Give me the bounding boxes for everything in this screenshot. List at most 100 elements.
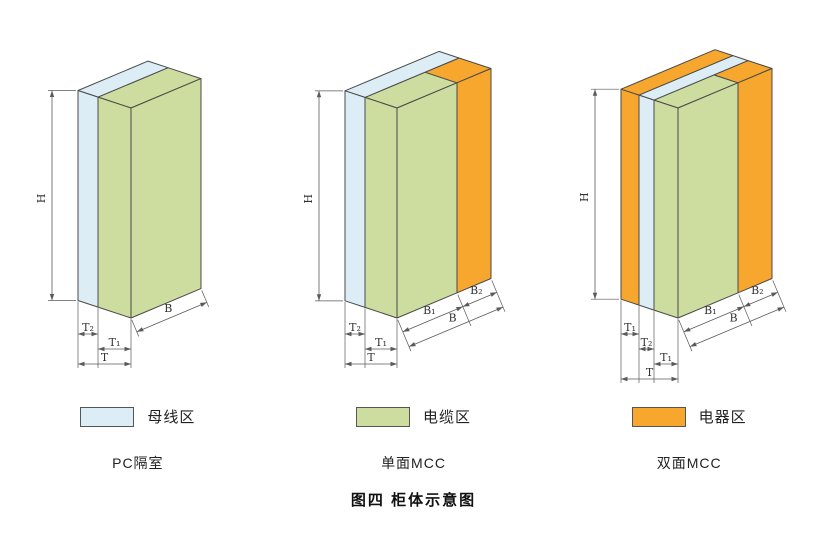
dimension-label: B₂: [751, 284, 764, 297]
dimension-arrow: [495, 307, 503, 312]
dimension-label: B: [448, 312, 456, 325]
dimension-label: T₁: [624, 321, 636, 334]
dimension-line: [683, 306, 745, 333]
dimension-arrow: [49, 294, 55, 301]
legend-item-cable: 电缆区: [356, 406, 471, 427]
column-pc: T₂ T₁ T B H 母线区 PC隔室: [0, 6, 276, 473]
dimension-label: B₂: [470, 284, 483, 297]
dimension-label: B₁: [704, 304, 717, 317]
dimension-arrow: [124, 361, 131, 367]
cabinet-face: [77, 90, 99, 308]
dimension-arrow: [647, 346, 655, 352]
dimension-label: T: [646, 366, 654, 379]
legend-item-busbar: 母线区: [80, 406, 195, 427]
dimension-arrow: [136, 327, 144, 332]
dimension-label: H: [35, 194, 48, 204]
cabinet-face: [130, 78, 202, 319]
cabinet-diagram-double-mcc: T₁ T₂ T₁ T B₁ B₂ B H: [578, 49, 787, 383]
dimension-line: [408, 306, 503, 347]
device-legend-label: 电器区: [698, 409, 747, 426]
dimension-label: H: [302, 194, 315, 204]
dimension-arrow: [364, 346, 371, 352]
cabinet-face: [344, 90, 365, 308]
dimension-arrow: [402, 327, 410, 332]
cabinet-diagram-pc: T₂ T₁ T B H: [35, 60, 209, 368]
legend-item-device: 电器区: [631, 406, 747, 427]
cabinet-face: [364, 96, 397, 319]
dimension-line: [678, 319, 693, 352]
dimension-arrow: [390, 361, 397, 367]
dimension-arrow: [592, 292, 598, 300]
dimension-arrow: [97, 346, 105, 352]
dimension-label: T₁: [375, 336, 387, 349]
cabinet-face: [97, 96, 132, 319]
dimension-line: [402, 306, 463, 333]
dimension-arrow: [77, 331, 85, 337]
dimension-label: T₂: [349, 321, 361, 334]
dimension-label: T₁: [108, 336, 120, 349]
device-swatch: [631, 406, 686, 427]
cable-swatch: [356, 406, 410, 427]
dimension-line: [396, 319, 411, 352]
dimension-arrow: [316, 90, 321, 98]
dimension-label: T₂: [82, 321, 94, 334]
dimension-label: T₂: [641, 336, 653, 349]
dimension-label: T: [101, 351, 109, 364]
figure-caption: 图四 柜体示意图: [350, 492, 477, 509]
dimension-label: T₁: [660, 351, 672, 364]
dimension-arrow: [683, 327, 691, 332]
dimension-arrow: [199, 302, 207, 307]
dimension-label: B: [730, 312, 738, 325]
dimension-arrow: [49, 90, 55, 97]
dimension-arrow: [621, 331, 628, 337]
cabinet-face: [638, 94, 655, 311]
dimension-arrow: [621, 376, 628, 382]
dimension-line: [201, 290, 209, 308]
dimension-label: T: [367, 351, 375, 364]
cabinet-face: [620, 88, 640, 306]
dimension-arrow: [771, 292, 778, 297]
dimension-arrow: [743, 302, 751, 307]
cable-legend-label: 电缆区: [423, 409, 472, 426]
dimension-arrow: [690, 342, 697, 347]
dimension-arrow: [344, 361, 351, 367]
dimension-arrow: [489, 292, 497, 297]
dimension-arrow: [777, 307, 785, 312]
dimension-line: [690, 306, 785, 347]
dimension-label: B: [164, 302, 172, 315]
dimension-arrow: [358, 331, 365, 337]
dimension-label: B₁: [423, 304, 436, 317]
cabinet-face: [677, 82, 739, 319]
busbar-swatch: [80, 406, 135, 427]
dimension-arrow: [592, 89, 598, 96]
dimension-line: [772, 280, 787, 312]
dimension-arrow: [639, 346, 646, 352]
cabinet-face: [396, 82, 457, 319]
cabinet-name-double-mcc: 双面MCC: [656, 455, 722, 471]
dimension-arrow: [632, 331, 640, 337]
dimension-label: H: [578, 192, 591, 202]
column-double-mcc: T₁ T₂ T₁ T B₁ B₂ B H 电器区 双面MCC: [551, 6, 827, 473]
dimension-line: [738, 294, 753, 327]
cabinet-name-pc: PC隔室: [112, 455, 164, 471]
dimension-arrow: [737, 306, 744, 312]
dimension-arrow: [671, 361, 679, 367]
cabinet-name-single-mcc: 单面MCC: [381, 455, 446, 471]
cabinet-diagram-single-mcc: T₂ T₁T B₁ B₂ B H: [302, 50, 505, 368]
cabinet-face: [737, 68, 773, 294]
dimension-arrow: [455, 306, 463, 312]
dimension-arrow: [408, 342, 416, 347]
dimension-arrow: [462, 302, 470, 307]
dimension-arrow: [671, 376, 679, 382]
dimension-arrow: [316, 294, 321, 301]
dimension-arrow: [124, 346, 131, 352]
cabinet-face: [456, 68, 491, 294]
busbar-legend-label: 母线区: [147, 409, 196, 426]
dimension-arrow: [390, 346, 397, 352]
dimension-line: [136, 302, 207, 333]
dimension-arrow: [91, 331, 98, 337]
dimension-arrow: [344, 331, 351, 337]
